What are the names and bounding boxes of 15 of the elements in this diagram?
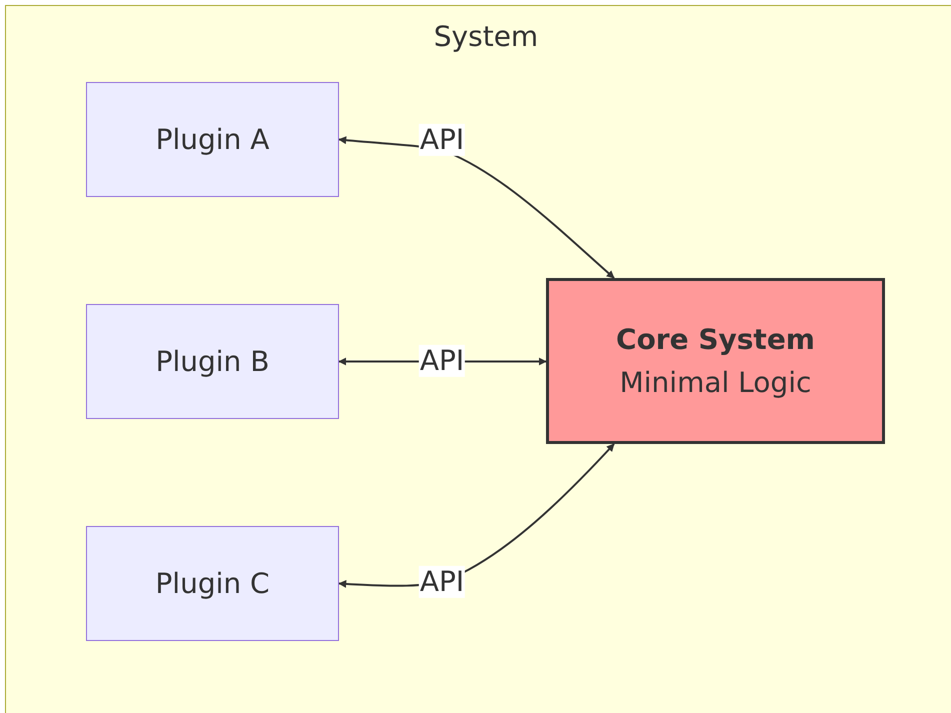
edge-label: API: [418, 124, 466, 156]
node-label: Plugin A: [156, 123, 270, 156]
node-title: Core System: [616, 323, 815, 356]
core-box: [546, 278, 885, 444]
group-title: System: [432, 20, 540, 53]
edge-label: API: [418, 344, 466, 378]
plugin-box: [86, 526, 339, 641]
plugin-box: [86, 304, 339, 419]
plugin-box: [86, 82, 339, 197]
edge-label: API: [418, 566, 466, 598]
arrow: [338, 136, 615, 279]
system-group: [5, 5, 951, 713]
node-subtitle: Minimal Logic: [620, 366, 812, 399]
node-label: Plugin C: [155, 567, 270, 600]
node-label: Plugin B: [156, 345, 270, 378]
